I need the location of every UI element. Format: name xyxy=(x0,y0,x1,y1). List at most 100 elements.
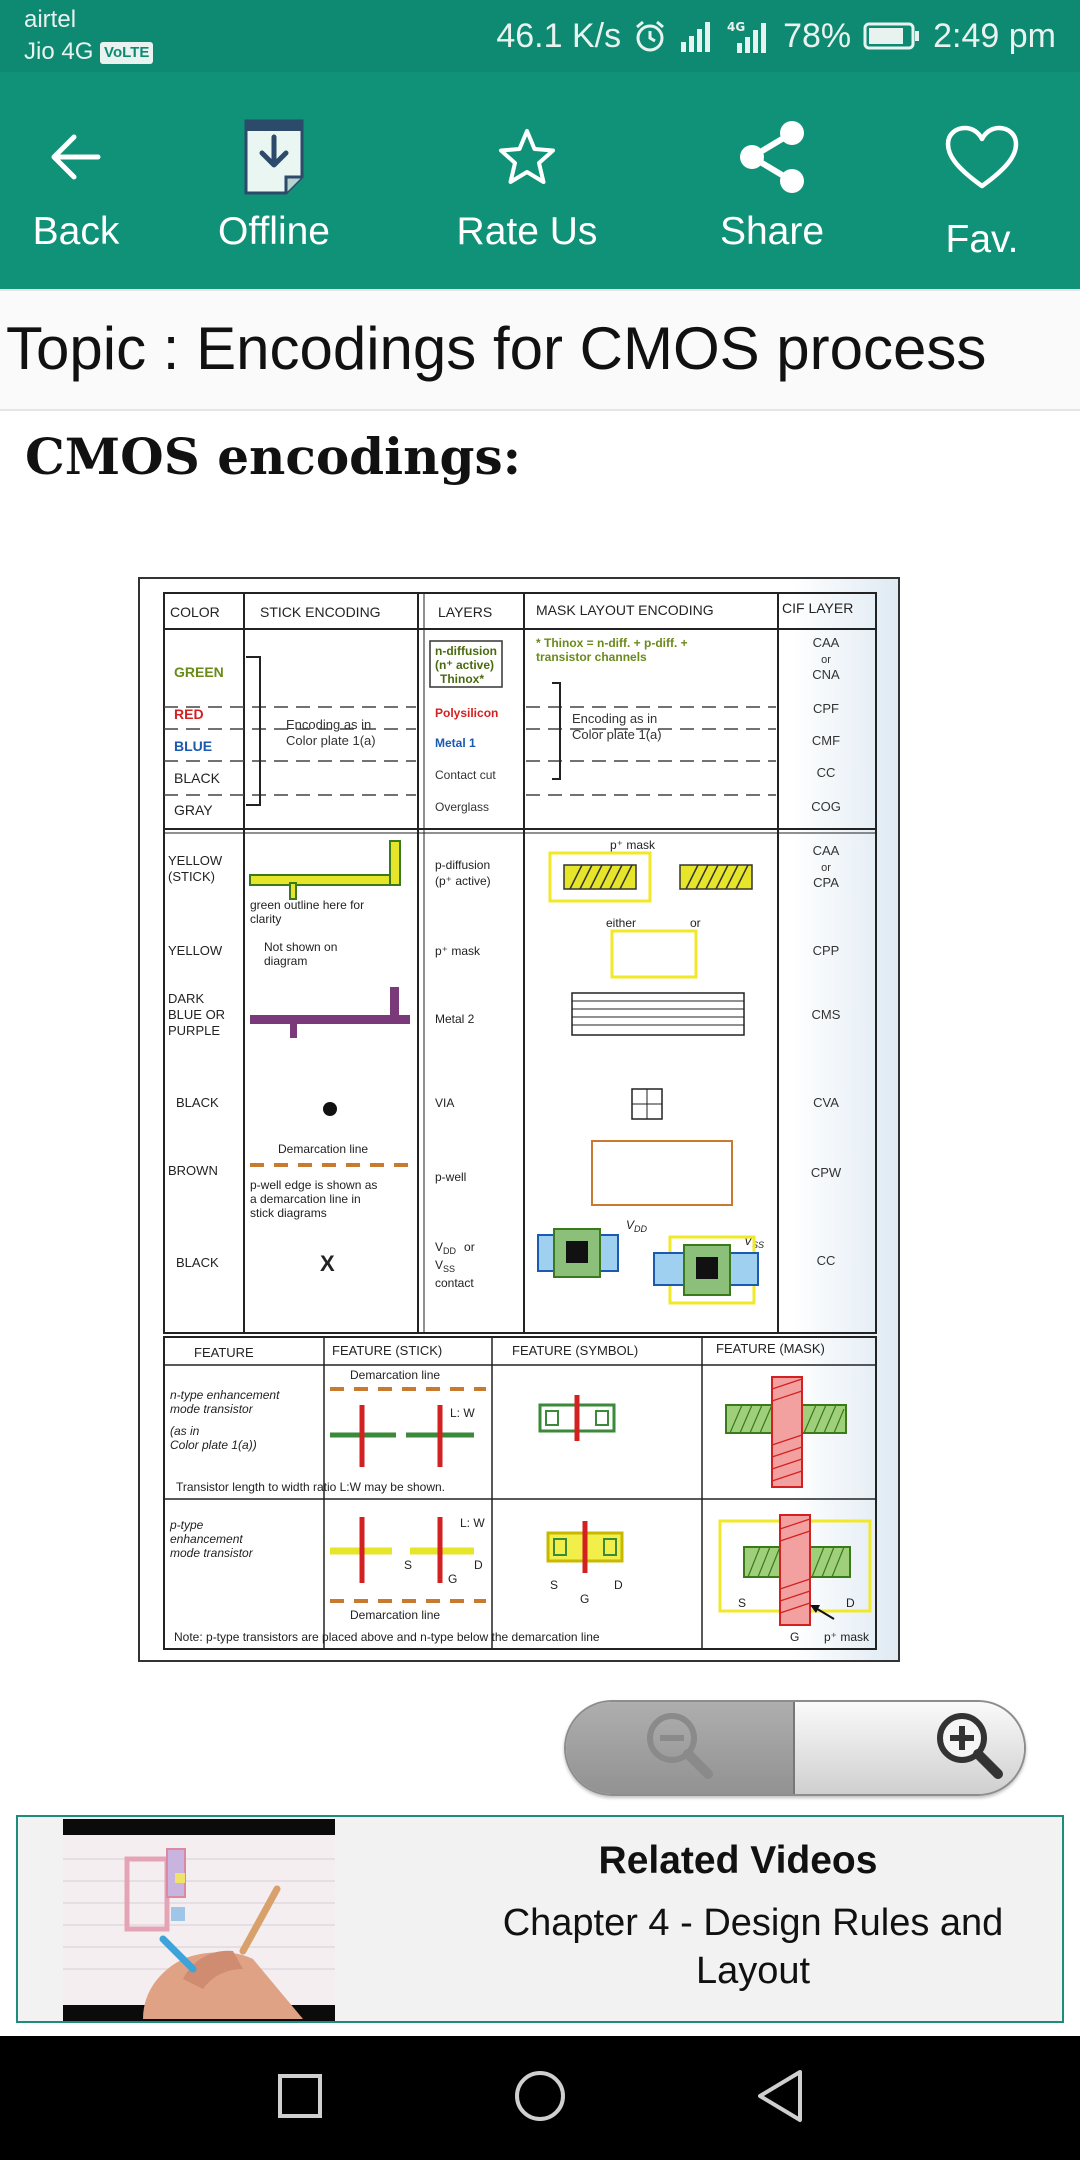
carrier-info: airtel Jio 4G VoLTE xyxy=(24,4,154,68)
mask-or: or xyxy=(690,916,701,930)
layer-via: VIA xyxy=(435,1096,454,1110)
header-stick: STICK ENCODING xyxy=(260,604,381,620)
nav-back-button[interactable] xyxy=(740,2058,820,2138)
mask-vss: VSS xyxy=(744,1234,764,1250)
stick-x-mark: X xyxy=(320,1251,335,1276)
favorite-label: Fav. xyxy=(945,218,1019,261)
stick-pwell-1: p-well edge is shown as xyxy=(250,1178,377,1192)
mask-vdd-v: V xyxy=(626,1218,635,1232)
layer-overglass: Overglass xyxy=(435,800,489,814)
ntype-label-4: Color plate 1(a)) xyxy=(170,1438,257,1452)
header-cif: CIF LAYER xyxy=(782,600,853,616)
header-layers: LAYERS xyxy=(438,604,492,620)
stick-pwell-3: stick diagrams xyxy=(250,1206,327,1220)
back-label: Back xyxy=(32,210,120,253)
stick-green-outline-2: clarity xyxy=(250,912,281,926)
color-dark: DARK xyxy=(168,991,204,1006)
heart-outline-icon xyxy=(944,124,1020,194)
rate-us-button[interactable]: Rate Us xyxy=(427,72,627,289)
layer-contact-label: contact xyxy=(435,1276,474,1290)
ptype-symbol-g: G xyxy=(580,1592,589,1606)
header-mask: MASK LAYOUT ENCODING xyxy=(536,602,714,618)
layer-vss-sub: SS xyxy=(443,1264,455,1274)
color-black-via: BLACK xyxy=(176,1095,219,1110)
offline-button[interactable]: Offline xyxy=(174,72,374,289)
mask-either: either xyxy=(606,916,636,930)
layer-vdd-v: V xyxy=(435,1240,443,1254)
stick-note-2: Color plate 1(a) xyxy=(286,733,376,748)
layer-metal2: Metal 2 xyxy=(435,1012,475,1026)
alarm-icon xyxy=(633,19,667,53)
recents-button[interactable] xyxy=(260,2058,340,2138)
offline-label: Offline xyxy=(217,210,330,253)
mask-note-4: Color plate 1(a) xyxy=(572,727,662,742)
color-gray: GRAY xyxy=(174,802,213,818)
status-bar: airtel Jio 4G VoLTE 46.1 K/s 4G 78% 2:49… xyxy=(0,0,1080,72)
ntype-label-1: n-type enhancement xyxy=(170,1388,280,1402)
zoom-out-button[interactable] xyxy=(566,1702,795,1794)
ntype-mask xyxy=(725,1376,847,1488)
volte-badge: VoLTE xyxy=(100,42,154,64)
ptype-lw: L: W xyxy=(460,1516,485,1530)
back-button[interactable]: Back xyxy=(0,72,176,289)
ptype-mask-d: D xyxy=(846,1596,855,1610)
ptype-mask-s: S xyxy=(738,1596,746,1610)
signal-icon xyxy=(679,20,715,52)
vdd-contact-mask xyxy=(537,1228,619,1278)
ptype-stick-d: D xyxy=(474,1558,483,1572)
cif-cpf: CPF xyxy=(813,701,839,716)
video-thumbnail[interactable] xyxy=(63,1819,335,2021)
zoom-out-icon xyxy=(640,1706,720,1790)
zoom-in-icon xyxy=(930,1706,1010,1790)
layer-thinox: Thinox* xyxy=(440,672,484,686)
color-yellow-stick-2: (STICK) xyxy=(168,869,215,884)
ntype-symbol xyxy=(538,1395,616,1441)
stick-not-shown-1: Not shown on xyxy=(264,940,337,954)
arrow-left-icon xyxy=(48,129,104,189)
layer-ndiff: n-diffusion xyxy=(435,644,497,658)
share-button[interactable]: Share xyxy=(672,72,872,289)
layer-vss-v: V xyxy=(435,1258,443,1272)
mask-note-2: transistor channels xyxy=(536,650,647,664)
related-video-subtitle[interactable]: Chapter 4 - Design Rules and Layout xyxy=(502,1902,1004,1992)
mask-note-1: * Thinox = n-diff. + p-diff. + xyxy=(536,636,688,650)
zoom-in-button[interactable] xyxy=(795,1702,1024,1794)
stick-note-1: Encoding as in xyxy=(286,717,371,732)
cif-caa: CAA xyxy=(813,635,840,650)
stick-not-shown-2: diagram xyxy=(264,954,307,968)
ntype-label-2: mode transistor xyxy=(170,1402,254,1416)
cif-cms: CMS xyxy=(812,1007,841,1022)
color-yellow-stick-1: YELLOW xyxy=(168,853,223,868)
ptype-demarcation: Demarcation line xyxy=(350,1608,440,1622)
cmos-encoding-figure[interactable]: COLOR STICK ENCODING LAYERS MASK LAYOUT … xyxy=(138,577,900,1662)
feature-stick-header: FEATURE (STICK) xyxy=(332,1343,442,1358)
zoom-control xyxy=(564,1700,1026,1796)
recents-square-icon xyxy=(276,2072,324,2124)
related-videos-card[interactable]: Related Videos Chapter 4 - Design Rules … xyxy=(16,1815,1064,2023)
layer-metal1: Metal 1 xyxy=(435,736,476,750)
status-indicators: 46.1 K/s 4G 78% 2:49 pm xyxy=(496,14,1056,58)
color-black: BLACK xyxy=(174,770,221,786)
ntype-demarcation: Demarcation line xyxy=(350,1368,440,1382)
cif-cpa: CPA xyxy=(813,875,839,890)
ptype-note: Note: p-type transistors are placed abov… xyxy=(174,1630,600,1644)
back-triangle-icon xyxy=(754,2068,806,2128)
network-speed: 46.1 K/s xyxy=(496,17,622,55)
battery-icon xyxy=(863,21,921,51)
carrier-primary: airtel xyxy=(24,6,77,33)
topic-title: Topic : Encodings for CMOS process xyxy=(6,315,987,382)
ptype-symbol xyxy=(546,1521,624,1573)
layer-contact: Contact cut xyxy=(435,768,496,782)
cif-cna: CNA xyxy=(812,667,840,682)
share-icon xyxy=(734,119,810,199)
app-toolbar: Back Offline Rate Us Share Fav. xyxy=(0,72,1080,289)
clock-time: 2:49 pm xyxy=(933,17,1056,55)
related-videos-title: Related Videos xyxy=(598,1839,878,1882)
color-blue: BLUE xyxy=(174,738,212,754)
favorite-button[interactable]: Fav. xyxy=(882,72,1080,289)
carrier-secondary: Jio 4G VoLTE xyxy=(24,36,154,68)
ptype-mask-g: G xyxy=(790,1630,799,1644)
ptype-symbol-d: D xyxy=(614,1578,623,1592)
home-button[interactable] xyxy=(500,2058,580,2138)
